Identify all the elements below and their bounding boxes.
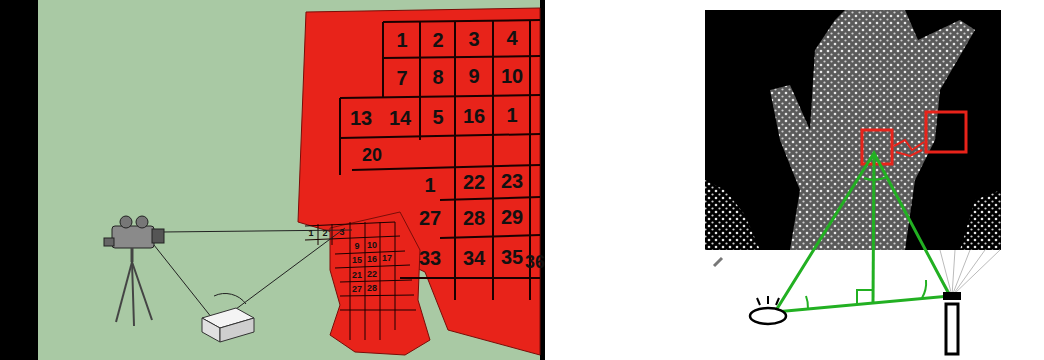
projector-symbol [750, 296, 786, 324]
dots-left [705, 180, 760, 250]
black-frame [0, 0, 545, 360]
white-ground [545, 0, 1044, 360]
grid-number: 1 [506, 105, 517, 125]
grid-number: 16 [463, 106, 485, 126]
small-grid-number: 16 [367, 255, 377, 264]
grid-number: 2 [432, 30, 443, 50]
dots-right [960, 190, 1001, 250]
small-grid-number: 3 [339, 228, 344, 237]
deformed-patch [330, 212, 430, 355]
small-grid-number: 1 [308, 229, 313, 238]
small-grid-number: 9 [354, 242, 359, 251]
grid-number: 33 [419, 248, 441, 268]
depth-photo [705, 10, 1001, 250]
small-grid-number: 21 [352, 271, 362, 280]
grid-number: 4 [506, 28, 517, 48]
grid-number: 23 [501, 171, 523, 191]
small-grid-number: 17 [382, 254, 392, 263]
grid-number: 8 [432, 67, 443, 87]
triangulation [775, 153, 950, 312]
small-grid-number: 10 [367, 241, 377, 250]
small-grid-number: 27 [352, 285, 362, 294]
pencil-icon [714, 258, 722, 266]
projector-box [202, 228, 345, 342]
small-grid-number: 2 [322, 229, 327, 238]
grid-number: 34 [463, 248, 485, 268]
camera-symbol [943, 292, 961, 354]
match-arrow [894, 140, 924, 156]
green-ground [38, 0, 540, 360]
small-grid-number: 15 [352, 256, 362, 265]
grid-number: 10 [501, 66, 523, 86]
projection-board [298, 8, 540, 355]
grid-number: 13 [350, 108, 372, 128]
grid-number: 14 [389, 108, 411, 128]
small-grid-number: 22 [367, 270, 377, 279]
grid-lines [340, 20, 540, 300]
grid-number: 20 [362, 146, 382, 164]
small-grid-number: 28 [367, 284, 377, 293]
grid-number: 3 [468, 29, 479, 49]
grid-number: 22 [463, 172, 485, 192]
grid-number: 1 [396, 30, 407, 50]
small-grid-lines [305, 222, 416, 340]
grid-number: 27 [419, 208, 441, 228]
grid-number: 35 [501, 247, 523, 267]
grid-number: 28 [463, 208, 485, 228]
grid-number: 9 [468, 66, 479, 86]
grid-number: 5 [432, 107, 443, 127]
grid-number: 36 [525, 253, 545, 271]
red-window [926, 112, 966, 152]
grid-number: 1 [424, 175, 435, 195]
grid-number: 29 [501, 207, 523, 227]
camera-on-tripod [104, 216, 352, 326]
grid-number: 7 [396, 68, 407, 88]
